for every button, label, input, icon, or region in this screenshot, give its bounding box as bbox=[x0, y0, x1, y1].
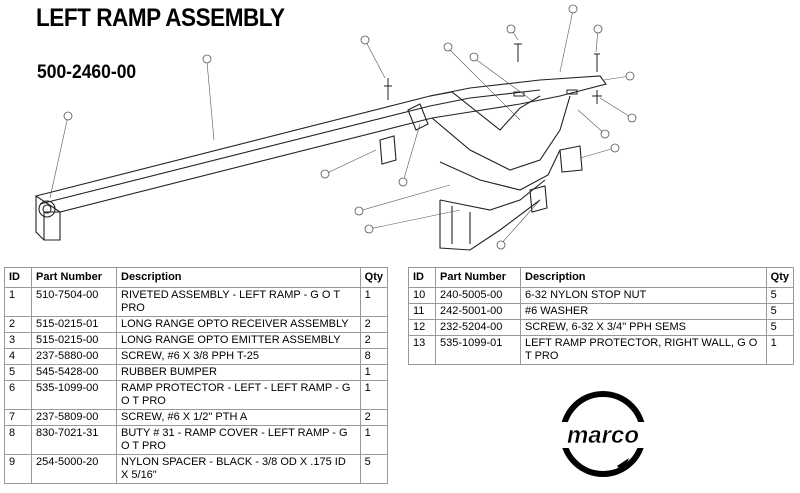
cell-qty: 1 bbox=[359, 287, 389, 317]
cell-id: 7 bbox=[4, 409, 32, 426]
cell-id: 6 bbox=[4, 380, 32, 410]
cell-qty: 5 bbox=[359, 454, 389, 484]
cell-qty: 2 bbox=[359, 332, 389, 349]
cell-description: RAMP PROTECTOR - LEFT - LEFT RAMP - G O … bbox=[116, 380, 361, 410]
cell-description: SCREW, #6 X 1/2" PTH A bbox=[116, 409, 361, 426]
hardware bbox=[384, 43, 602, 104]
cell-part-number: 240-5005-00 bbox=[435, 287, 521, 304]
cell-description: LONG RANGE OPTO EMITTER ASSEMBLY bbox=[116, 332, 361, 349]
cell-qty: 8 bbox=[359, 348, 389, 365]
exploded-ramp-diagram bbox=[34, 4, 637, 251]
cell-description: BUTY # 31 - RAMP COVER - LEFT RAMP - G O… bbox=[116, 425, 361, 455]
cell-description: LONG RANGE OPTO RECEIVER ASSEMBLY bbox=[116, 316, 361, 333]
cell-part-number: 515-0215-00 bbox=[31, 332, 117, 349]
cell-qty: 5 bbox=[765, 303, 795, 320]
cell-qty: 1 bbox=[359, 380, 389, 410]
col-qty: Qty bbox=[765, 267, 795, 288]
cell-part-number: 830-7021-31 bbox=[31, 425, 117, 455]
cell-description: RUBBER BUMPER bbox=[116, 364, 361, 381]
cell-part-number: 237-5880-00 bbox=[31, 348, 117, 365]
cell-part-number: 254-5000-20 bbox=[31, 454, 117, 484]
cell-qty: 1 bbox=[359, 425, 389, 455]
cell-id: 10 bbox=[408, 287, 436, 304]
marco-logo: marco bbox=[559, 391, 647, 477]
cell-id: 5 bbox=[4, 364, 32, 381]
assembly-number: 500-2460-00 bbox=[37, 62, 137, 83]
cell-qty: 5 bbox=[765, 287, 795, 304]
cell-description: RIVETED ASSEMBLY - LEFT RAMP - G O T PRO bbox=[116, 287, 361, 317]
cell-id: 1 bbox=[4, 287, 32, 317]
cell-description: SCREW, #6 X 3/8 PPH T-25 bbox=[116, 348, 361, 365]
cell-description: SCREW, 6-32 X 3/4" PPH SEMS bbox=[520, 319, 767, 336]
cell-id: 12 bbox=[408, 319, 436, 336]
cell-part-number: 535-1099-01 bbox=[435, 335, 521, 365]
cell-id: 11 bbox=[408, 303, 436, 320]
ramp-curve bbox=[379, 91, 583, 251]
cell-id: 9 bbox=[4, 454, 32, 484]
cell-part-number: 242-5001-00 bbox=[435, 303, 521, 320]
cell-id: 8 bbox=[4, 425, 32, 455]
cell-qty: 2 bbox=[359, 409, 389, 426]
cell-part-number: 535-1099-00 bbox=[31, 380, 117, 410]
table-header-row: ID Part Number Description Qty bbox=[408, 267, 795, 288]
cell-id: 13 bbox=[408, 335, 436, 365]
col-description: Description bbox=[520, 267, 767, 288]
ramp-arm bbox=[34, 75, 607, 241]
col-id: ID bbox=[4, 267, 32, 288]
cell-part-number: 545-5428-00 bbox=[31, 364, 117, 381]
cell-part-number: 232-5204-00 bbox=[435, 319, 521, 336]
callouts bbox=[49, 9, 633, 245]
cell-qty: 2 bbox=[359, 316, 389, 333]
cell-id: 4 bbox=[4, 348, 32, 365]
col-description: Description bbox=[116, 267, 361, 288]
cell-id: 3 bbox=[4, 332, 32, 349]
cell-qty: 5 bbox=[765, 319, 795, 336]
logo-text: marco bbox=[567, 422, 639, 449]
cell-part-number: 515-0215-01 bbox=[31, 316, 117, 333]
cell-qty: 1 bbox=[359, 364, 389, 381]
table-header-row: ID Part Number Description Qty bbox=[4, 267, 389, 288]
cell-description: NYLON SPACER - BLACK - 3/8 OD X .175 ID … bbox=[116, 454, 361, 484]
cell-part-number: 510-7504-00 bbox=[31, 287, 117, 317]
cell-id: 2 bbox=[4, 316, 32, 333]
page-title: LEFT RAMP ASSEMBLY bbox=[36, 4, 285, 32]
cell-description: LEFT RAMP PROTECTOR, RIGHT WALL, G O T P… bbox=[520, 335, 767, 365]
col-part-number: Part Number bbox=[435, 267, 521, 288]
col-id: ID bbox=[408, 267, 436, 288]
col-part-number: Part Number bbox=[31, 267, 117, 288]
callout-circles bbox=[63, 4, 637, 250]
col-qty: Qty bbox=[359, 267, 389, 288]
cell-qty: 1 bbox=[765, 335, 795, 365]
cell-description: 6-32 NYLON STOP NUT bbox=[520, 287, 767, 304]
cell-description: #6 WASHER bbox=[520, 303, 767, 320]
cell-part-number: 237-5809-00 bbox=[31, 409, 117, 426]
